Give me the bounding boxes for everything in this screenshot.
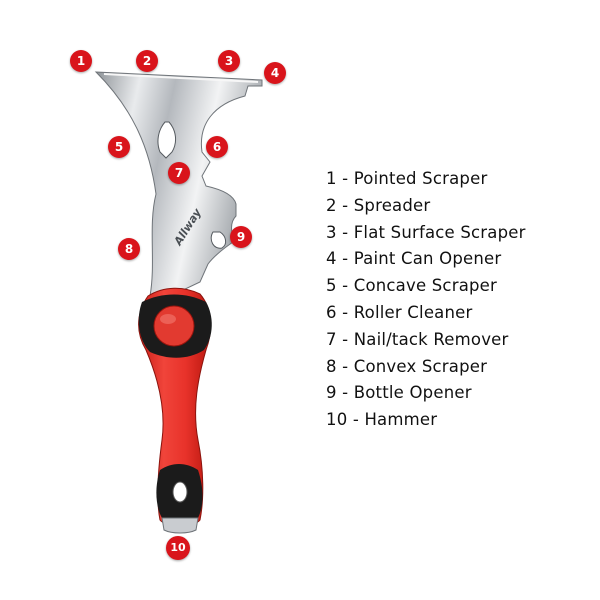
marker-3: 3 [218, 50, 240, 72]
legend-item: 5 - Concave Scraper [326, 276, 498, 296]
marker-9: 9 [230, 226, 252, 248]
blade [94, 71, 263, 301]
nail-remover-slot [157, 121, 177, 159]
legend: 1 - Pointed Scraper 2 - Spreader 3 - Fla… [326, 166, 526, 434]
legend-item: 2 - Spreader [326, 195, 431, 215]
legend-item: 8 - Convex Scraper [326, 356, 488, 376]
legend-item: 4 - Paint Can Opener [326, 249, 502, 269]
legend-item: 6 - Roller Cleaner [326, 302, 473, 322]
marker-2: 2 [136, 50, 158, 72]
bottle-opener-hook [210, 231, 227, 249]
marker-1: 1 [70, 50, 92, 72]
legend-item: 10 - Hammer [326, 410, 438, 430]
blade-edge-highlight [103, 73, 259, 83]
legend-item: 3 - Flat Surface Scraper [326, 222, 526, 242]
hammer-cap [161, 517, 199, 534]
marker-8: 8 [118, 238, 140, 260]
marker-6: 6 [206, 136, 228, 158]
marker-5: 5 [108, 136, 130, 158]
hanging-hole [172, 481, 188, 503]
thumb-dome [153, 305, 195, 347]
dome-highlight [160, 314, 176, 324]
legend-item: 9 - Bottle Opener [326, 383, 472, 403]
marker-4: 4 [264, 62, 286, 84]
marker-10: 10 [166, 536, 190, 560]
legend-item: 1 - Pointed Scraper [326, 169, 488, 188]
legend-item: 7 - Nail/tack Remover [326, 329, 509, 349]
marker-7: 7 [168, 162, 190, 184]
